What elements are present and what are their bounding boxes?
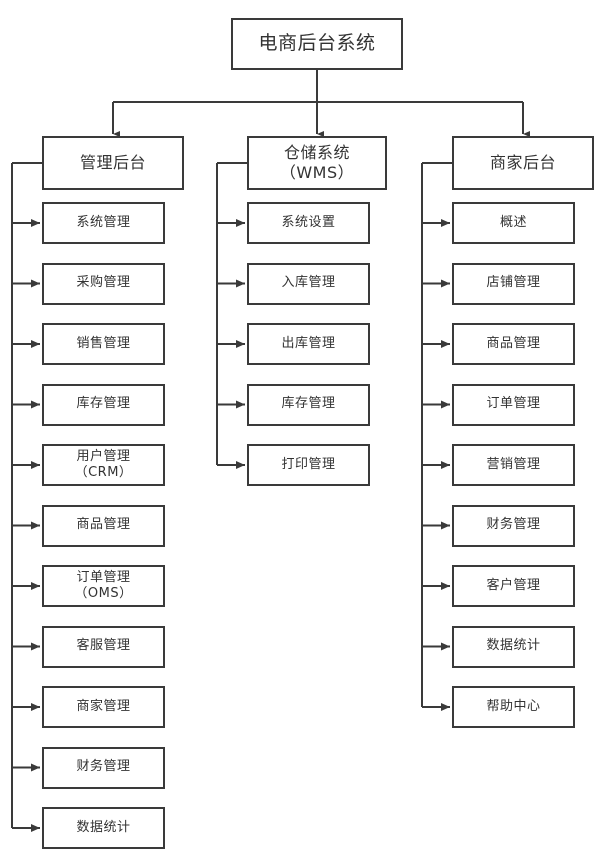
leaf-node-admin-backend-5[interactable]: 商品管理 bbox=[42, 504, 165, 547]
branch-header-wms-label: 仓储系统 （WMS） bbox=[279, 143, 355, 182]
leaf-node-wms-1[interactable]: 入库管理 bbox=[247, 262, 370, 305]
leaf-node-merchant-backend-0-label: 概述 bbox=[499, 214, 527, 230]
leaf-node-admin-backend-2[interactable]: 销售管理 bbox=[42, 323, 165, 365]
leaf-node-wms-0[interactable]: 系统设置 bbox=[247, 202, 370, 244]
branch-header-admin-backend-label: 管理后台 bbox=[79, 153, 146, 172]
leaf-node-admin-backend-4[interactable]: 用户管理 （CRM） bbox=[42, 444, 165, 486]
leaf-node-admin-backend-0-label: 系统管理 bbox=[76, 214, 131, 230]
leaf-node-wms-2-label: 出库管理 bbox=[281, 335, 336, 351]
leaf-node-wms-2[interactable]: 出库管理 bbox=[247, 323, 370, 365]
leaf-node-admin-backend-7[interactable]: 客服管理 bbox=[42, 625, 165, 668]
leaf-node-wms-3[interactable]: 库存管理 bbox=[247, 383, 370, 426]
leaf-node-merchant-backend-5-label: 财务管理 bbox=[486, 517, 541, 533]
leaf-node-admin-backend-7-label: 客服管理 bbox=[76, 638, 131, 654]
leaf-node-merchant-backend-0[interactable]: 概述 bbox=[452, 202, 575, 244]
leaf-node-admin-backend-3[interactable]: 库存管理 bbox=[42, 383, 165, 426]
leaf-node-admin-backend-9-label: 财务管理 bbox=[76, 759, 131, 775]
leaf-node-merchant-backend-4-label: 营销管理 bbox=[486, 456, 541, 472]
leaf-node-merchant-backend-5[interactable]: 财务管理 bbox=[452, 504, 575, 547]
leaf-node-admin-backend-1-label: 采购管理 bbox=[76, 275, 131, 291]
leaf-node-merchant-backend-2-label: 商品管理 bbox=[486, 335, 541, 351]
root-node-label: 电商后台系统 bbox=[258, 32, 376, 55]
leaf-node-wms-4-label: 打印管理 bbox=[281, 456, 336, 472]
leaf-node-merchant-backend-1[interactable]: 店铺管理 bbox=[452, 262, 575, 305]
leaf-node-merchant-backend-2[interactable]: 商品管理 bbox=[452, 323, 575, 365]
leaf-node-admin-backend-6[interactable]: 订单管理 （OMS） bbox=[42, 565, 165, 607]
leaf-node-admin-backend-9[interactable]: 财务管理 bbox=[42, 746, 165, 789]
leaf-node-merchant-backend-8[interactable]: 帮助中心 bbox=[452, 686, 575, 728]
leaf-node-admin-backend-1[interactable]: 采购管理 bbox=[42, 262, 165, 305]
leaf-node-admin-backend-0[interactable]: 系统管理 bbox=[42, 202, 165, 244]
leaf-node-merchant-backend-3[interactable]: 订单管理 bbox=[452, 383, 575, 426]
leaf-node-merchant-backend-4[interactable]: 营销管理 bbox=[452, 444, 575, 486]
leaf-node-wms-1-label: 入库管理 bbox=[281, 275, 336, 291]
branch-header-wms[interactable]: 仓储系统 （WMS） bbox=[247, 136, 387, 190]
leaf-node-admin-backend-6-label: 订单管理 （OMS） bbox=[74, 569, 133, 601]
leaf-node-admin-backend-4-label: 用户管理 （CRM） bbox=[74, 448, 133, 480]
connector-lines bbox=[11, 70, 530, 832]
leaf-node-admin-backend-8-label: 商家管理 bbox=[76, 698, 131, 714]
branch-header-admin-backend[interactable]: 管理后台 bbox=[42, 136, 184, 190]
branch-header-merchant-backend-label: 商家后台 bbox=[489, 153, 556, 172]
leaf-node-admin-backend-3-label: 库存管理 bbox=[76, 396, 131, 412]
leaf-node-admin-backend-2-label: 销售管理 bbox=[76, 335, 131, 351]
leaf-node-merchant-backend-8-label: 帮助中心 bbox=[486, 698, 541, 714]
root-node[interactable]: 电商后台系统 bbox=[231, 18, 403, 70]
leaf-node-admin-backend-10[interactable]: 数据统计 bbox=[42, 807, 165, 849]
leaf-node-wms-3-label: 库存管理 bbox=[281, 396, 336, 412]
leaf-node-merchant-backend-3-label: 订单管理 bbox=[486, 396, 541, 412]
leaf-node-merchant-backend-6-label: 客户管理 bbox=[486, 577, 541, 593]
leaf-node-wms-4[interactable]: 打印管理 bbox=[247, 444, 370, 486]
leaf-node-admin-backend-5-label: 商品管理 bbox=[76, 517, 131, 533]
leaf-node-merchant-backend-7-label: 数据统计 bbox=[486, 638, 541, 654]
leaf-node-admin-backend-10-label: 数据统计 bbox=[76, 819, 131, 835]
leaf-node-merchant-backend-6[interactable]: 客户管理 bbox=[452, 565, 575, 607]
leaf-node-wms-0-label: 系统设置 bbox=[281, 214, 336, 230]
leaf-node-merchant-backend-1-label: 店铺管理 bbox=[486, 275, 541, 291]
branch-header-merchant-backend[interactable]: 商家后台 bbox=[452, 136, 594, 190]
leaf-node-admin-backend-8[interactable]: 商家管理 bbox=[42, 686, 165, 728]
leaf-node-merchant-backend-7[interactable]: 数据统计 bbox=[452, 625, 575, 668]
